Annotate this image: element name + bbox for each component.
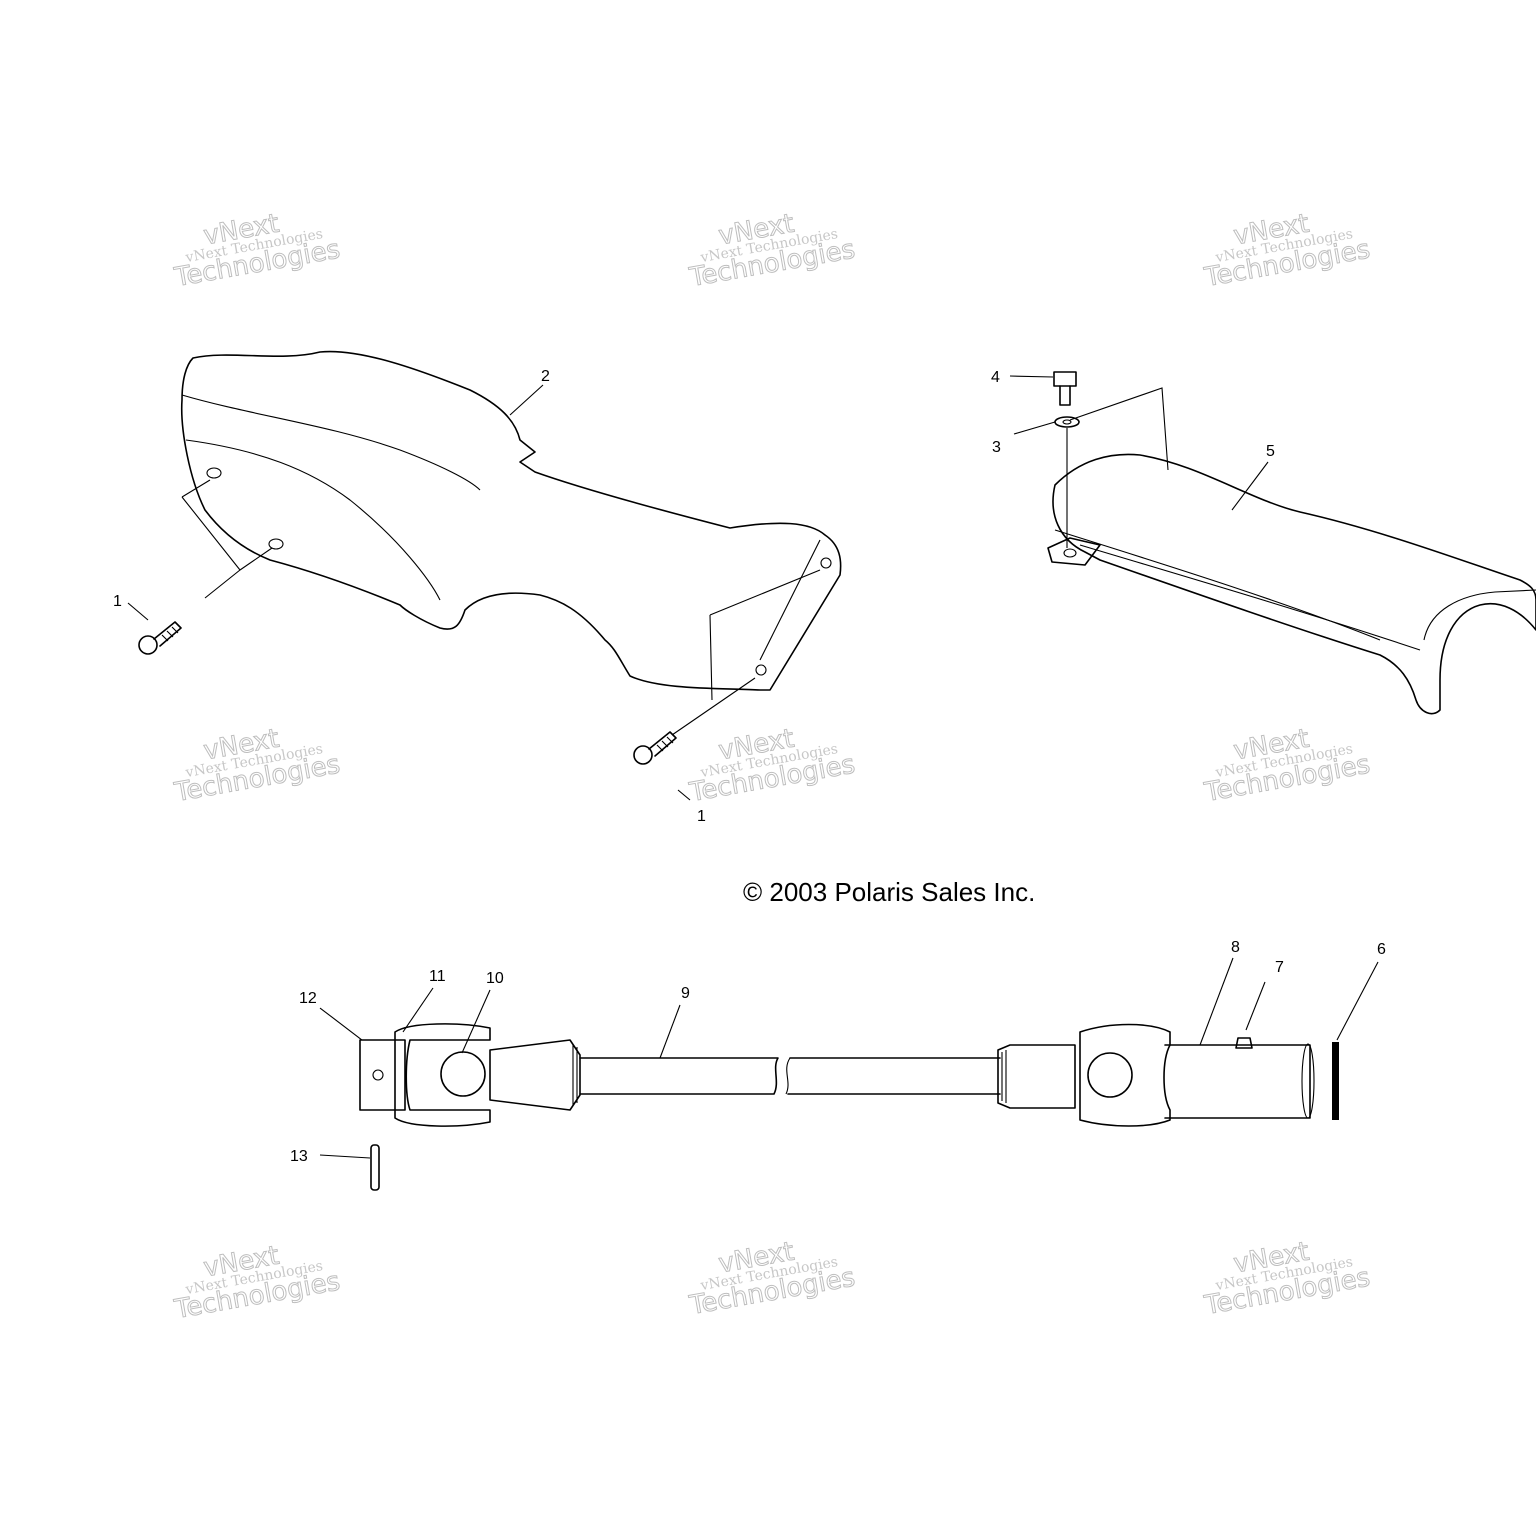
grease-fitting-part-7 [1235, 1037, 1253, 1049]
callouts: 1 1 2 3 4 5 6 7 8 9 10 11 12 13 [113, 368, 1386, 1165]
ujoint-cross [1087, 1052, 1133, 1098]
callout-8: 8 [1231, 939, 1240, 956]
pin-part-13 [370, 1144, 380, 1191]
guard-tab [1047, 537, 1101, 566]
slip-yoke [489, 1039, 581, 1111]
pin-hole [372, 1069, 384, 1081]
bolt-part-1-right [633, 731, 677, 765]
leader-3 [1013, 421, 1056, 435]
guard-edge-line [1079, 544, 1421, 651]
bolt-head [633, 745, 653, 765]
leader-8 [1199, 957, 1234, 1046]
slip-yoke [997, 1044, 1076, 1109]
guard-edge-line [1423, 589, 1536, 641]
callout-13: 13 [290, 1148, 308, 1165]
bolt-head [1053, 371, 1077, 387]
bolt-thread [656, 736, 674, 752]
bolt-head [138, 635, 158, 655]
callout-7: 7 [1275, 959, 1284, 976]
leader-lines [127, 375, 1379, 1159]
ujoint-yoke-part-11 [394, 1023, 491, 1127]
bolt-part-1-left [138, 621, 182, 655]
bolt-shank [1059, 385, 1071, 406]
leader-10 [461, 989, 491, 1054]
callout-2: 2 [541, 368, 550, 385]
washer-part-3 [1054, 416, 1080, 428]
tube-part-8 [1164, 1044, 1311, 1119]
mounting-hole [268, 538, 284, 550]
mounting-hole [1063, 548, 1077, 558]
yoke-part-12 [359, 1039, 406, 1111]
watermark-bottom-right: vNext vNext Technologies Technologies [1201, 1236, 1373, 1322]
leader-4 [1009, 375, 1054, 378]
alignment-lines [1069, 387, 1169, 471]
callout-3: 3 [992, 439, 1001, 456]
callout-10: 10 [486, 970, 504, 987]
leader-2 [509, 384, 544, 416]
callout-1: 1 [113, 593, 122, 610]
guard-part-5 [1047, 387, 1536, 715]
shaft-part-9 [579, 1057, 779, 1095]
alignment-lines [181, 479, 273, 599]
alignment-lines [671, 569, 821, 736]
callout-1: 1 [697, 808, 706, 825]
callout-5: 5 [1266, 443, 1275, 460]
watermark-bottom-center: vNext vNext Technologies Technologies [686, 1236, 858, 1322]
leader-1a [127, 602, 149, 621]
callout-12: 12 [299, 990, 317, 1007]
leader-12 [319, 1007, 363, 1041]
leader-7 [1245, 981, 1266, 1031]
watermark-bottom-left: vNext vNext Technologies Technologies [171, 1240, 343, 1326]
guard-edge-line [1054, 529, 1381, 641]
shaft-break [785, 1057, 791, 1095]
leader-6 [1336, 961, 1379, 1041]
copyright-text: © 2003 Polaris Sales Inc. [743, 877, 1035, 907]
guard-part-2 [180, 350, 842, 736]
slip-yoke-splines [572, 1045, 578, 1105]
ujoint-yoke [1079, 1023, 1171, 1127]
guard-edge-line [181, 394, 481, 491]
callout-11: 11 [429, 968, 446, 985]
watermark-top-left: vNext vNext Technologies Technologies [171, 208, 343, 294]
watermark-mid-center: vNext vNext Technologies Technologies [686, 723, 858, 809]
leader-11 [402, 987, 434, 1033]
seal-ring-part-6 [1332, 1042, 1339, 1120]
shaft-part-9-right [787, 1057, 1001, 1095]
tube-end [1301, 1043, 1315, 1119]
guard-outline [1052, 453, 1536, 715]
slip-yoke-splines [1001, 1050, 1007, 1103]
guard-flange-line [759, 539, 821, 661]
callout-9: 9 [681, 985, 690, 1002]
guard-contour-line [185, 439, 441, 601]
bolt-part-4 [1053, 371, 1077, 406]
watermark-mid-right: vNext vNext Technologies Technologies [1201, 723, 1373, 809]
drive-shaft-assembly [359, 1023, 1339, 1191]
ujoint-cross-part-10 [440, 1051, 486, 1097]
mounting-hole [755, 664, 767, 676]
mounting-hole [820, 557, 832, 569]
callout-6: 6 [1377, 941, 1386, 958]
leader-5 [1231, 461, 1269, 511]
watermark-top-center: vNext vNext Technologies Technologies [686, 208, 858, 294]
washer-hole [1062, 419, 1072, 425]
watermark-top-right: vNext vNext Technologies Technologies [1201, 208, 1373, 294]
leader-13 [319, 1154, 371, 1159]
callout-4: 4 [991, 369, 1000, 386]
guard-outline [180, 350, 842, 691]
bolt-thread [161, 626, 179, 642]
leader-9 [659, 1004, 681, 1059]
watermark-mid-left: vNext vNext Technologies Technologies [171, 723, 343, 809]
bolt-shank [648, 731, 677, 757]
mounting-hole [206, 467, 222, 479]
washer [1054, 416, 1080, 428]
leader-1b [677, 789, 691, 801]
bolt-shank [153, 621, 182, 647]
